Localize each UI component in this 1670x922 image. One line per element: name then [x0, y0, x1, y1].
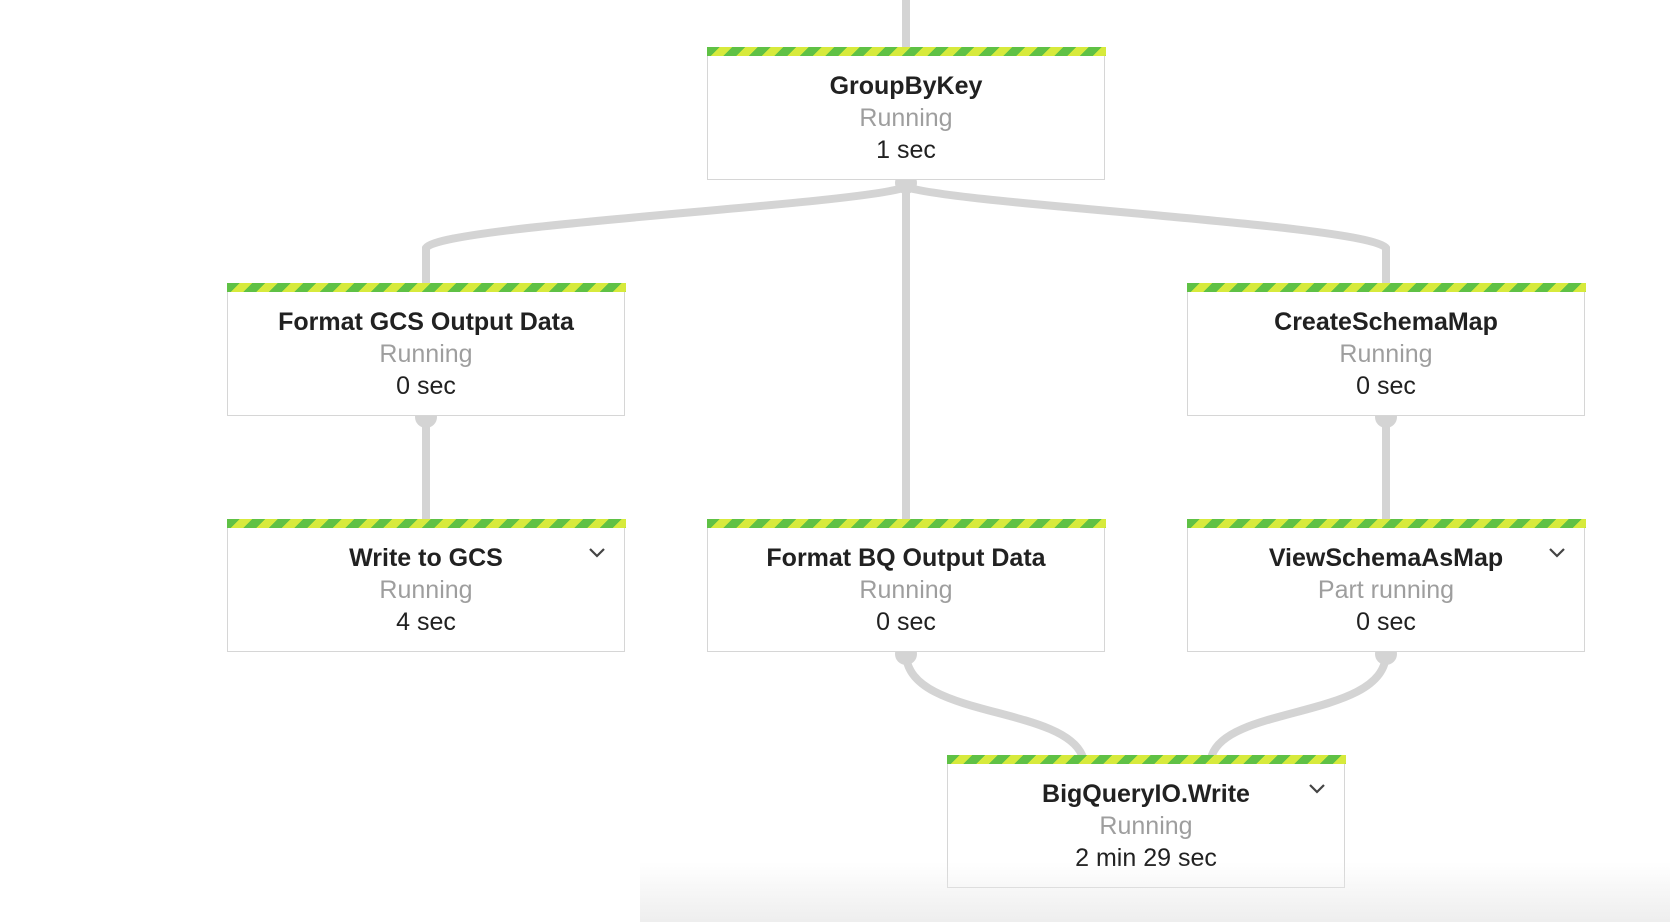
node-status: Running: [379, 576, 473, 604]
node-wall-time: 0 sec: [876, 608, 936, 636]
edge-groupbykey-to-create-schema-map: [902, 183, 1390, 287]
node-status: Running: [859, 576, 953, 604]
node-wall-time: 0 sec: [396, 372, 456, 400]
node-wall-time: 0 sec: [1356, 608, 1416, 636]
running-status-stripe: [226, 282, 626, 292]
chevron-down-icon[interactable]: [1546, 542, 1568, 564]
edge-format-bq-to-bigquery-write: [902, 649, 1086, 759]
node-status: Running: [379, 340, 473, 368]
node-title: CreateSchemaMap: [1274, 308, 1498, 336]
node-title: Write to GCS: [349, 544, 503, 572]
node-status: Running: [859, 104, 953, 132]
node-format-bq-output-data[interactable]: Format BQ Output Data Running 0 sec: [706, 518, 1106, 652]
node-title: Format GCS Output Data: [278, 308, 574, 336]
node-write-to-gcs[interactable]: Write to GCS Running 4 sec: [226, 518, 626, 652]
node-title: BigQueryIO.Write: [1042, 780, 1250, 808]
node-wall-time: 2 min 29 sec: [1075, 844, 1217, 872]
running-status-stripe: [706, 46, 1106, 56]
running-status-stripe: [226, 518, 626, 528]
node-format-gcs-output-data[interactable]: Format GCS Output Data Running 0 sec: [226, 282, 626, 416]
chevron-down-icon[interactable]: [1306, 778, 1328, 800]
node-status: Running: [1339, 340, 1433, 368]
node-groupbykey[interactable]: GroupByKey Running 1 sec: [706, 46, 1106, 180]
node-bigqueryio-write[interactable]: BigQueryIO.Write Running 2 min 29 sec: [946, 754, 1346, 888]
running-status-stripe: [706, 518, 1106, 528]
node-wall-time: 0 sec: [1356, 372, 1416, 400]
running-status-stripe: [946, 754, 1346, 764]
node-wall-time: 4 sec: [396, 608, 456, 636]
edge-view-schema-to-bigquery-write: [1208, 649, 1390, 759]
node-title: Format BQ Output Data: [766, 544, 1046, 572]
node-wall-time: 1 sec: [876, 136, 936, 164]
node-title: GroupByKey: [829, 72, 983, 100]
node-create-schema-map[interactable]: CreateSchemaMap Running 0 sec: [1186, 282, 1586, 416]
edge-groupbykey-to-format-gcs: [422, 183, 910, 287]
node-status: Running: [1099, 812, 1193, 840]
chevron-down-icon[interactable]: [586, 542, 608, 564]
node-status: Part running: [1317, 576, 1455, 604]
node-view-schema-as-map[interactable]: ViewSchemaAsMap Part running 0 sec: [1186, 518, 1586, 652]
running-status-stripe: [1186, 518, 1586, 528]
node-title: ViewSchemaAsMap: [1268, 544, 1504, 572]
running-status-stripe: [1186, 282, 1586, 292]
